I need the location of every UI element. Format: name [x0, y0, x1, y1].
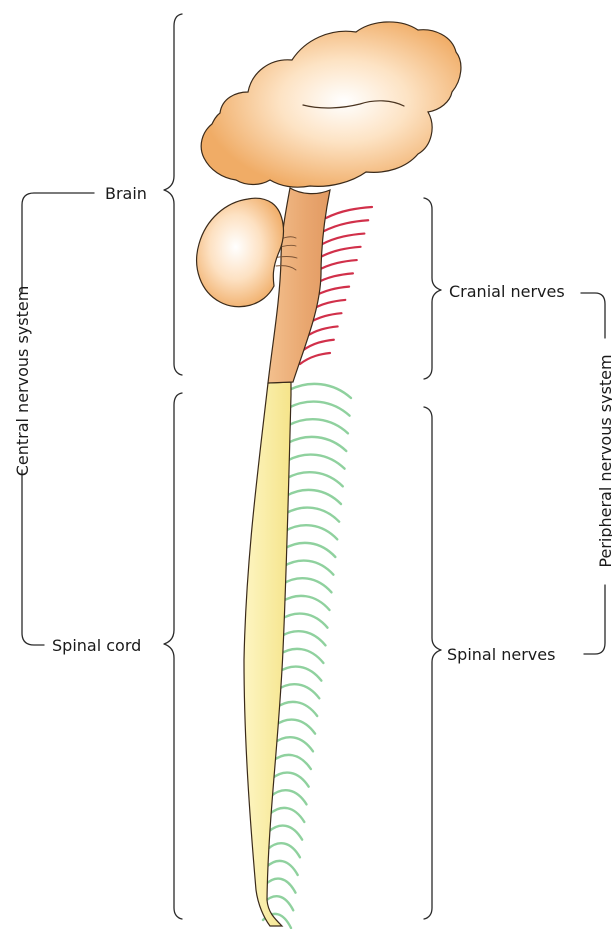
cerebrum-shape: [201, 22, 461, 187]
spinal-nerve-stroke: [279, 631, 325, 645]
spinal-nerve-stroke: [266, 861, 297, 875]
cranial-nerve-stroke: [326, 207, 372, 218]
spinal-nerve-stroke: [280, 614, 327, 628]
cerebellum-shape: [197, 198, 284, 307]
spinal-cord-label: Spinal cord: [52, 636, 141, 655]
spinal-nerve-stroke: [275, 720, 315, 734]
spinal-nerve-stroke: [281, 596, 329, 610]
spinal-nerve-stroke: [273, 755, 311, 769]
spinal-nerve-stroke: [283, 561, 334, 575]
cranial-nerves-bracket: [424, 198, 441, 379]
spinal-nerve-stroke: [270, 808, 305, 822]
central-nervous-system-bracket: [22, 193, 94, 645]
spinal-nerve-stroke: [289, 402, 350, 416]
spinal-cord-bracket: [164, 393, 182, 919]
spinal-nerve-stroke: [285, 508, 339, 522]
cranial-nerves-label: Cranial nerves: [449, 282, 565, 301]
spinal-nerves-label: Spinal nerves: [447, 645, 555, 664]
spinal-nerve-stroke: [271, 790, 307, 804]
spinal-nerve-stroke: [282, 578, 332, 592]
spinal-nerve-stroke: [284, 525, 337, 539]
brain-bracket: [164, 14, 182, 375]
spinal-nerve-stroke: [284, 543, 336, 557]
spinal-nerve-stroke: [272, 773, 309, 787]
cranial-nerve-stroke: [321, 234, 364, 245]
spinal-nerve-stroke: [268, 826, 302, 840]
spinal-nerve-stroke: [274, 737, 313, 751]
spinal-nerve-stroke: [278, 667, 322, 681]
central-nervous-system-label: Central nervous system: [13, 286, 32, 477]
spinal-nerve-stroke: [278, 649, 323, 663]
anatomy: [197, 22, 461, 928]
cranial-nerve-stroke: [324, 220, 369, 231]
cranial-nerve-stroke: [317, 260, 357, 271]
spinal-nerves-bracket: [424, 407, 441, 919]
spinal-nerve-stroke: [267, 843, 300, 857]
spinal-nerve-stroke: [286, 472, 342, 486]
cranial-nerve-stroke: [319, 247, 361, 258]
spinal-nerve-stroke: [288, 419, 348, 433]
spinal-nerve-stroke: [287, 455, 344, 469]
spinal-nerve-stroke: [288, 437, 347, 451]
brain-label: Brain: [105, 184, 147, 203]
peripheral-nervous-system-label: Peripheral nervous system: [596, 354, 612, 567]
cranial-nerve-stroke: [300, 353, 330, 364]
spinal-nerve-stroke: [276, 702, 318, 716]
spinal-nerve-stroke: [289, 384, 351, 398]
spinal-nerve-stroke: [265, 879, 295, 893]
spinal-nerve-stroke: [286, 490, 341, 504]
spinal-nerve-stroke: [277, 684, 320, 698]
